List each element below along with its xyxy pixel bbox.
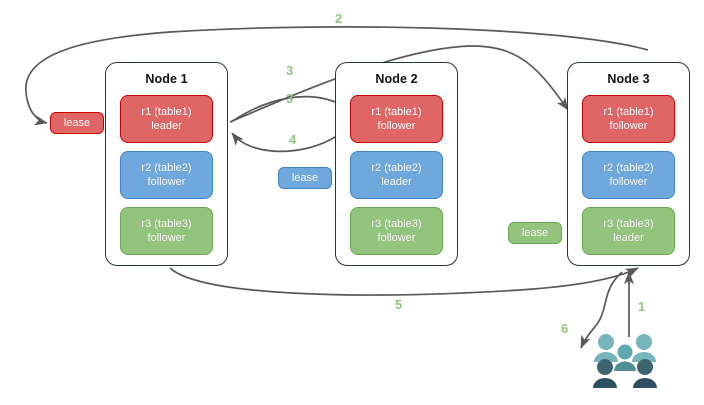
node-1-title: Node 1 [145, 72, 188, 86]
step-label-3a: 3 [286, 63, 294, 78]
lease-green-label: lease [521, 227, 549, 239]
step-label-1: 1 [638, 299, 646, 314]
node-3-replica-r2-name: r2 (table2) [603, 162, 654, 174]
step-label-6: 6 [561, 321, 569, 336]
node-3-replica-r1-name: r1 (table1) [603, 106, 654, 118]
lease-red-badge[interactable]: lease [50, 112, 104, 134]
lease-blue-badge[interactable]: lease [278, 167, 332, 189]
step-label-2: 2 [335, 11, 343, 26]
node-2-title: Node 2 [375, 72, 418, 86]
node-3-replica-r2-role: follower [609, 176, 648, 188]
users-icon [592, 332, 660, 392]
node-2-replica-r1[interactable]: r1 (table1) follower [350, 95, 443, 143]
node-3-replica-r1-role: follower [609, 120, 648, 132]
node-2-replica-r3-role: follower [377, 232, 416, 244]
node-1-replica-r3[interactable]: r3 (table3) follower [120, 207, 213, 255]
node-1-replica-r3-role: follower [147, 232, 186, 244]
node-2[interactable]: Node 2 r1 (table1) follower r2 (table2) … [335, 62, 458, 266]
node-1-replica-r1-role: leader [151, 120, 182, 132]
lease-blue-label: lease [291, 172, 319, 184]
edge-step-5 [169, 267, 639, 296]
node-3[interactable]: Node 3 r1 (table1) follower r2 (table2) … [567, 62, 690, 266]
node-3-replica-r2[interactable]: r2 (table2) follower [582, 151, 675, 199]
lease-green-badge[interactable]: lease [508, 222, 562, 244]
node-1-replica-r1[interactable]: r1 (table1) leader [120, 95, 213, 143]
node-3-replica-r3[interactable]: r3 (table3) leader [582, 207, 675, 255]
node-2-replica-r2-name: r2 (table2) [371, 162, 422, 174]
node-3-replica-r3-role: leader [613, 232, 644, 244]
node-1-replica-r1-name: r1 (table1) [141, 106, 192, 118]
node-2-replica-r1-name: r1 (table1) [371, 106, 422, 118]
node-2-replica-r1-role: follower [377, 120, 416, 132]
node-3-replica-r1[interactable]: r1 (table1) follower [582, 95, 675, 143]
node-2-replica-r2[interactable]: r2 (table2) leader [350, 151, 443, 199]
node-2-replica-r3[interactable]: r3 (table3) follower [350, 207, 443, 255]
node-3-replica-r3-name: r3 (table3) [603, 218, 654, 230]
node-1[interactable]: Node 1 r1 (table1) leader r2 (table2) fo… [105, 62, 228, 266]
step-label-4: 4 [289, 132, 297, 147]
node-2-replica-r2-role: leader [381, 176, 412, 188]
node-1-replica-r2-role: follower [147, 176, 186, 188]
node-3-title: Node 3 [607, 72, 650, 86]
node-1-replica-r3-name: r3 (table3) [141, 218, 192, 230]
node-1-replica-r2[interactable]: r2 (table2) follower [120, 151, 213, 199]
node-2-replica-r3-name: r3 (table3) [371, 218, 422, 230]
lease-red-label: lease [63, 117, 91, 129]
step-label-5: 5 [395, 297, 403, 312]
node-1-replica-r2-name: r2 (table2) [141, 162, 192, 174]
step-label-3b: 3 [286, 91, 294, 106]
